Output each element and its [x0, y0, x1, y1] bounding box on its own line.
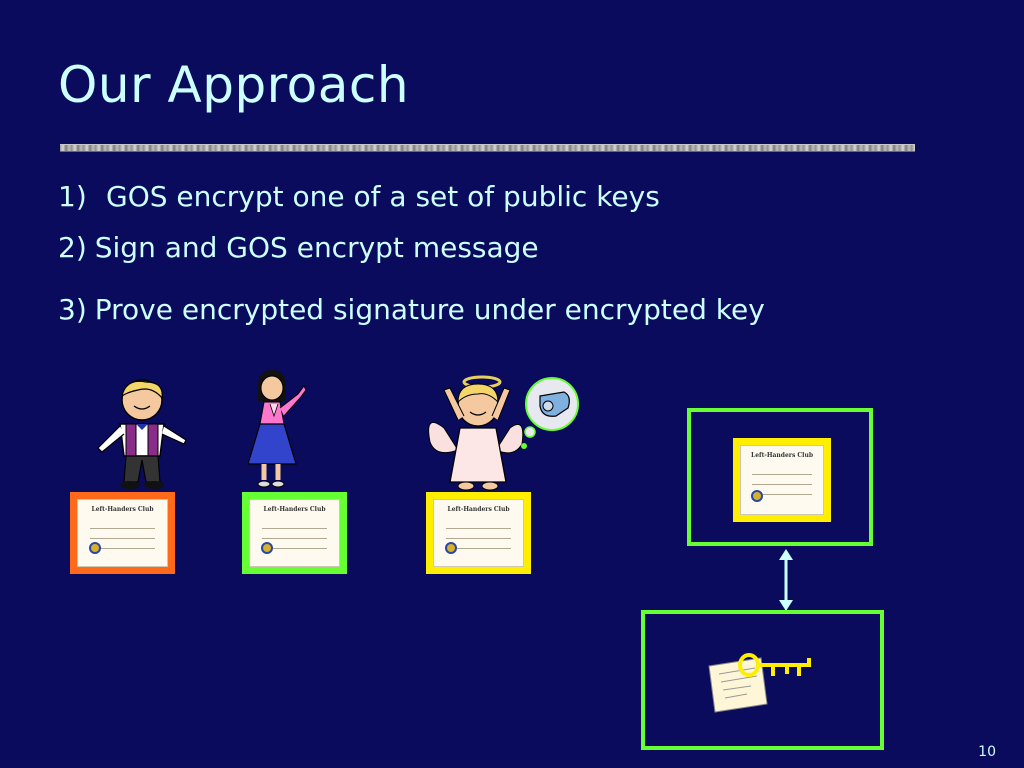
list-item-number: 3) — [58, 293, 87, 326]
certificate-title: Left-Handers Club — [750, 452, 814, 459]
certificate-yellow: Left-Handers Club — [426, 492, 531, 574]
ribbon-seal-icon — [88, 542, 101, 555]
list-item-text: GOS encrypt one of a set of public keys — [106, 180, 660, 213]
list-item-text: Sign and GOS encrypt message — [94, 231, 539, 264]
title-divider — [60, 144, 915, 152]
list-item-text: Prove encrypted signature under encrypte… — [94, 293, 765, 326]
certificate-title: Left-Handers Club — [91, 506, 154, 513]
ribbon-seal-icon — [444, 542, 457, 555]
certificate-title: Left-Handers Club — [447, 506, 510, 513]
list-item-number: 1) — [58, 180, 87, 213]
angel-clipart-icon — [428, 375, 524, 491]
page-number: 10 — [978, 744, 996, 760]
ribbon-seal-icon — [750, 489, 763, 502]
list-item: 3)Prove encrypted signature under encryp… — [58, 293, 765, 326]
double-arrow-icon — [779, 549, 793, 611]
encrypted-key-box — [641, 610, 884, 750]
signed-note-icon — [708, 657, 768, 713]
certificate-yellow-encrypted: Left-Handers Club — [733, 438, 831, 522]
whistle-thought-bubble-icon — [521, 377, 579, 449]
list-item: 1) GOS encrypt one of a set of public key… — [58, 180, 660, 213]
list-item-number: 2) — [58, 231, 87, 264]
slide-title: Our Approach — [58, 56, 410, 114]
list-item: 2)Sign and GOS encrypt message — [58, 231, 539, 264]
ribbon-seal-icon — [260, 542, 273, 555]
encrypted-certificate-box: Left-Handers Club — [687, 408, 873, 546]
certificate-title: Left-Handers Club — [263, 506, 326, 513]
boy-clipart-icon — [97, 379, 187, 489]
key-icon — [738, 653, 811, 677]
certificate-green: Left-Handers Club — [242, 492, 347, 574]
girl-clipart-icon — [248, 370, 307, 488]
certificate-orange: Left-Handers Club — [70, 492, 175, 574]
